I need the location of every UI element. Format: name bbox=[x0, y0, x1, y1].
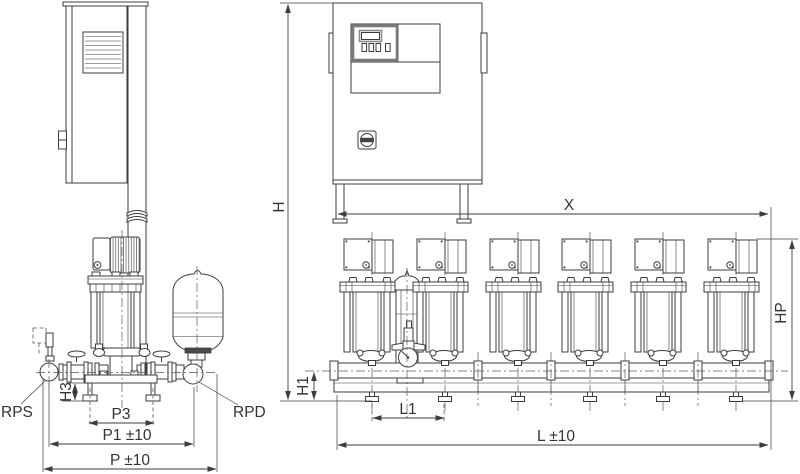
shutoff-valve bbox=[150, 350, 173, 383]
front-view: H H1 X HP L1 L ±10 bbox=[271, 2, 798, 450]
port-label-rpd: RPD bbox=[233, 404, 266, 421]
front-view-centerlines bbox=[305, 268, 788, 420]
vent-grille bbox=[82, 31, 124, 74]
dim-label-x: X bbox=[564, 197, 575, 214]
front-view-dimensions: H H1 X HP L1 L ±10 bbox=[271, 2, 798, 450]
base-plate bbox=[82, 370, 161, 402]
cabinet-leg bbox=[459, 183, 469, 224]
panel-button bbox=[385, 43, 391, 52]
side-view-dimensions: H3 P3 P1 ±10 P ±10 RPS RPD bbox=[1, 374, 266, 472]
cabinet-hinge bbox=[480, 32, 488, 74]
dim-label-h: H bbox=[271, 201, 288, 212]
cabinet-hinge bbox=[328, 32, 334, 74]
dim-label-p: P ±10 bbox=[110, 452, 150, 469]
discharge-port-rpd bbox=[182, 363, 204, 385]
port-label-rps: RPS bbox=[1, 404, 33, 421]
pressure-switch-dashed bbox=[32, 327, 55, 362]
side-view: H3 P3 P1 ±10 P ±10 RPS RPD bbox=[1, 1, 266, 472]
dim-label-h3: H3 bbox=[58, 382, 75, 402]
control-cabinet-side bbox=[58, 1, 149, 184]
manifold-end-flange bbox=[329, 360, 339, 381]
dim-label-l: L ±10 bbox=[537, 428, 575, 445]
suction-discharge-piping bbox=[32, 327, 185, 383]
tank-flange bbox=[184, 347, 212, 354]
dim-label-p1: P1 ±10 bbox=[102, 427, 151, 444]
control-panel bbox=[350, 23, 441, 94]
pump-side bbox=[87, 236, 151, 377]
control-cabinet-front bbox=[328, 2, 488, 224]
cabinet-top-cap bbox=[62, 1, 149, 7]
panel-button bbox=[368, 43, 375, 52]
dim-label-l1: L1 bbox=[399, 401, 416, 418]
panel-button bbox=[375, 43, 382, 52]
manifold-end-flange bbox=[764, 360, 774, 381]
main-switch-icon bbox=[357, 130, 377, 150]
door-latch bbox=[58, 130, 67, 141]
motor-finned-body bbox=[109, 236, 141, 274]
door-latch bbox=[58, 139, 67, 150]
cabinet-leg bbox=[335, 183, 345, 224]
dim-label-h1: H1 bbox=[295, 376, 312, 396]
membrane-tank bbox=[172, 269, 224, 368]
dim-label-p3: P3 bbox=[112, 406, 131, 423]
pressure-sensor bbox=[391, 320, 426, 353]
panel-button bbox=[361, 43, 368, 52]
tank-valve bbox=[187, 352, 206, 361]
side-view-centerlines bbox=[36, 230, 216, 408]
pressure-gauge-icon bbox=[398, 347, 418, 368]
manifold-and-base-frame bbox=[329, 360, 774, 393]
dim-label-hp: HP bbox=[773, 302, 790, 324]
display-screen bbox=[358, 29, 383, 43]
